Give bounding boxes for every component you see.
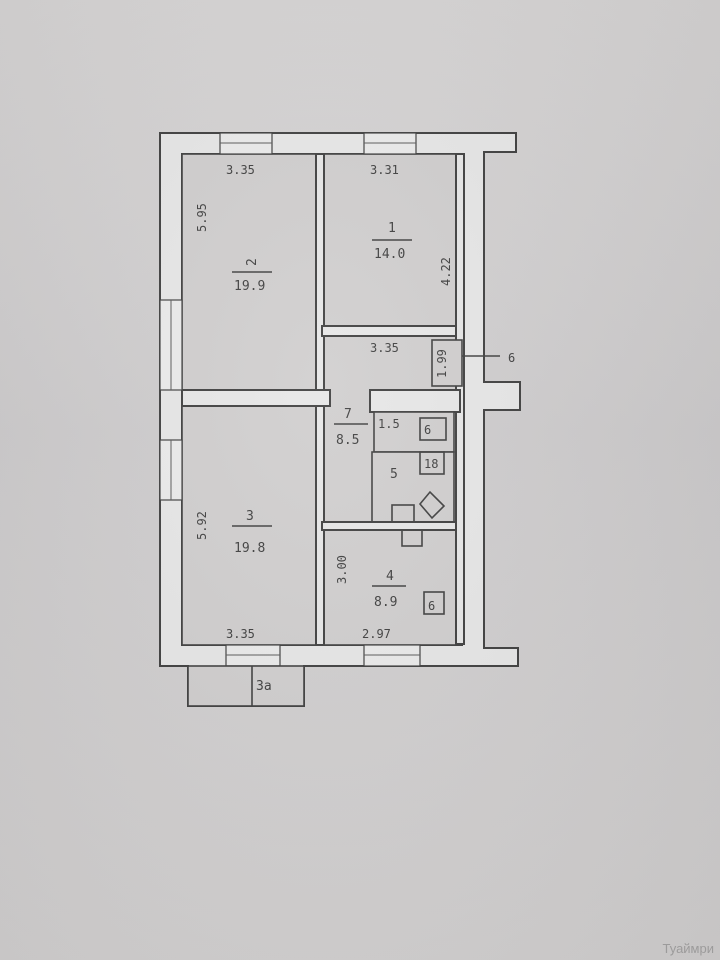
room4-number: 4 xyxy=(386,569,394,584)
dim-room1-top: 3.31 xyxy=(370,163,399,177)
room5-number: 5 xyxy=(390,467,398,482)
room3-number: 3 xyxy=(246,509,254,524)
box-label-low: 6 xyxy=(428,599,435,613)
box-18 xyxy=(419,451,445,475)
dim-room4-bottom: 2.97 xyxy=(362,627,391,641)
box-label-mid: 18 xyxy=(424,457,438,471)
room4-area: 8.9 xyxy=(374,595,397,610)
dim-room1-side: 4.22 xyxy=(439,257,453,286)
dim-room2-side: 5.95 xyxy=(195,203,209,232)
dim-corridor-side: 1.99 xyxy=(435,349,449,378)
dim-corridor-top: 3.35 xyxy=(370,341,399,355)
room6-label: 6 xyxy=(508,351,515,365)
room7-number: 7 xyxy=(344,407,352,422)
stove-fixture xyxy=(423,591,445,615)
wall-1-corridor xyxy=(321,325,463,337)
dim-room3-side: 5.92 xyxy=(195,511,209,540)
sink-fixture xyxy=(419,417,447,441)
room2-area: 19.9 xyxy=(234,279,265,294)
wall-2-1 xyxy=(315,153,325,391)
room1-number: 1 xyxy=(388,221,396,236)
dim-room4-side: 3.00 xyxy=(335,555,349,584)
room7-area: 8.5 xyxy=(336,433,359,448)
wall-bath-top xyxy=(369,389,461,413)
diamond-fixture xyxy=(418,490,446,520)
dim-bath-top: 1.5 xyxy=(378,417,400,431)
room-5-wc xyxy=(371,451,455,525)
dim-room2-top: 3.35 xyxy=(226,163,255,177)
dim-room3-bottom: 3.35 xyxy=(226,627,255,641)
watermark-text: Туаймри xyxy=(662,941,715,956)
wall-4-top xyxy=(321,521,457,531)
room1-area: 14.0 xyxy=(374,247,405,262)
room2-number: 2 xyxy=(245,258,260,266)
wall-2-3 xyxy=(181,389,331,407)
room3-area: 19.8 xyxy=(234,541,265,556)
balcony-3a xyxy=(187,665,305,707)
room-6-niche xyxy=(431,339,463,387)
balcony-label: 3a xyxy=(256,679,272,694)
box-label-top: 6 xyxy=(424,423,431,437)
